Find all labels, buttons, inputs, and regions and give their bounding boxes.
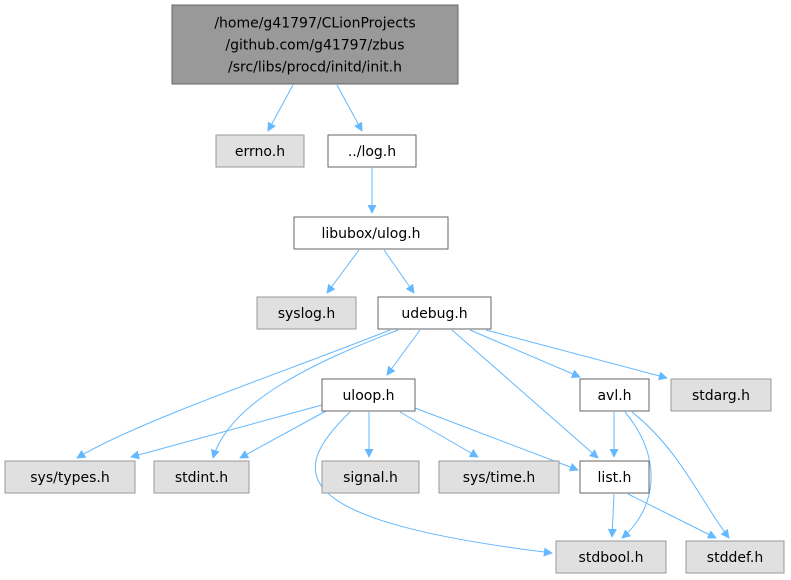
node-label-stdarg: stdarg.h [692, 388, 750, 404]
edge-udebug-to-stdarg [485, 329, 668, 381]
nodes-layer: /home/g41797/CLionProjects/github.com/g4… [4, 4, 785, 574]
node-init[interactable]: /home/g41797/CLionProjects/github.com/g4… [171, 4, 459, 85]
node-box-syslog [256, 296, 357, 330]
node-box-stdint [153, 460, 250, 494]
edge-uloop-to-systypes [130, 404, 323, 460]
edge-ulog-to-syslog [326, 249, 360, 294]
edge-udebug-to-stdint [210, 329, 399, 459]
node-udebug[interactable]: udebug.h [377, 296, 492, 330]
node-label-uloop: uloop.h [342, 388, 394, 404]
node-label-list: list.h [598, 470, 632, 486]
node-list[interactable]: list.h [579, 460, 650, 494]
node-label-syslog: syslog.h [278, 306, 336, 322]
edge-ulog-to-udebug [383, 249, 415, 294]
node-systime: sys/time.h [438, 460, 560, 494]
node-label-systypes: sys/types.h [30, 470, 109, 486]
node-errno: errno.h [215, 134, 305, 168]
node-box-errno [215, 134, 305, 168]
node-systypes: sys/types.h [4, 460, 136, 494]
node-label-avl: avl.h [597, 388, 631, 404]
node-label-ulog: libubox/ulog.h [321, 226, 420, 242]
node-label-stddef: stddef.h [707, 550, 763, 566]
node-label-stdbool: stdbool.h [579, 550, 644, 566]
node-box-avl [579, 378, 650, 412]
node-label-log: ../log.h [348, 144, 396, 160]
node-box-systypes [4, 460, 136, 494]
node-signal: signal.h [321, 460, 420, 494]
node-stdbool: stdbool.h [555, 540, 667, 574]
edge-init-to-errno [267, 84, 294, 132]
edge-udebug-to-uloop [386, 329, 421, 376]
node-box-systime [438, 460, 560, 494]
node-box-stdbool [555, 540, 667, 574]
edge-init-to-log [336, 84, 363, 132]
node-label-init-line-1: /home/g41797/CLionProjects [214, 15, 415, 31]
node-label-systime: sys/time.h [463, 470, 536, 486]
node-log[interactable]: ../log.h [327, 134, 417, 168]
node-label-errno: errno.h [235, 144, 285, 160]
edge-list-to-stdbool [607, 493, 617, 538]
node-box-uloop [321, 378, 416, 412]
edge-uloop-to-stdint [239, 410, 327, 459]
node-box-stdarg [670, 378, 772, 412]
edge-udebug-to-list [451, 329, 599, 459]
node-ulog[interactable]: libubox/ulog.h [293, 216, 449, 250]
edge-avl-to-stddef [631, 411, 730, 539]
edge-udebug-to-systypes [76, 329, 391, 459]
node-stdarg: stdarg.h [670, 378, 772, 412]
edge-list-to-stddef [627, 493, 717, 539]
node-box-ulog [293, 216, 449, 250]
node-box-udebug [377, 296, 492, 330]
edge-avl-to-stdbool [621, 411, 652, 539]
node-label-init-line-3: /src/libs/procd/initd/init.h [228, 59, 402, 75]
node-uloop[interactable]: uloop.h [321, 378, 416, 412]
node-box-stddef [685, 540, 785, 574]
node-label-signal: signal.h [343, 470, 398, 486]
edge-uloop-to-list [414, 407, 579, 472]
node-box-list [579, 460, 650, 494]
node-box-log [327, 134, 417, 168]
node-avl[interactable]: avl.h [579, 378, 650, 412]
node-label-udebug: udebug.h [401, 306, 467, 322]
node-syslog: syslog.h [256, 296, 357, 330]
edge-udebug-to-avl [469, 329, 581, 378]
edge-uloop-to-systime [399, 411, 479, 458]
node-stdint: stdint.h [153, 460, 250, 494]
node-label-init-line-2: /github.com/g41797/zbus [225, 37, 404, 53]
node-box-signal [321, 460, 420, 494]
node-stddef: stddef.h [685, 540, 785, 574]
node-label-stdint: stdint.h [175, 470, 228, 486]
node-box-init [171, 4, 459, 85]
